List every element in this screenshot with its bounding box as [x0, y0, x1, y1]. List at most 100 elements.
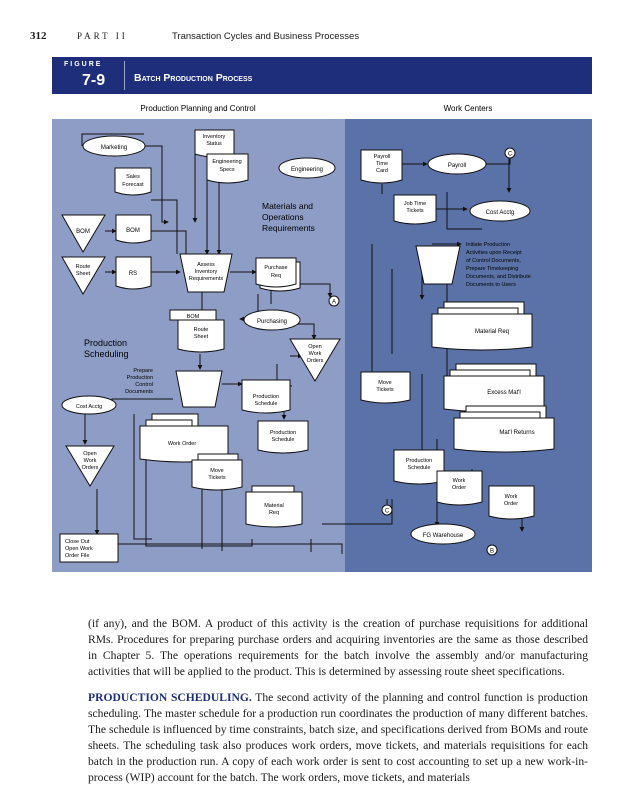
prepare-docs-line1: Prepare [133, 368, 153, 374]
purchase-req-line2: Req [271, 273, 281, 279]
work-order-right2-doc [488, 485, 535, 520]
payroll-time-card-line1: Payroll [374, 154, 391, 160]
material-req-right-doc [431, 313, 533, 351]
open-work-orders-left-line1: Open [83, 451, 96, 457]
initiate-note-line1: Initiate Production [466, 242, 510, 248]
cost-acctg-left-terminal [61, 395, 117, 415]
production-schedule-right-line1: Production [406, 458, 432, 464]
bom-file [61, 214, 106, 253]
open-work-orders-left-file [65, 445, 115, 487]
prepare-docs-line3: Control [135, 382, 153, 388]
production-schedule-doc2-line2: Schedule [272, 437, 295, 443]
open-work-orders-left-line3: Orders [82, 465, 99, 471]
work-order-right1-doc [436, 470, 483, 506]
paragraph-2-text: The second activity of the planning and … [88, 691, 588, 784]
initiate-note-line5: Documents, and Distribute [466, 274, 531, 280]
route-sheet-doc [177, 319, 225, 353]
engineering-specs-line2: Specs [219, 167, 235, 173]
figure-banner: FIGURE 7-9 Batch Production Process [52, 57, 592, 94]
figure-number: 7-9 [82, 72, 106, 89]
initiate-note-line4: Prepare Timekeeping [466, 266, 518, 272]
route-sheet-doc-line2: Sheet [194, 334, 209, 340]
production-schedule-doc-2 [257, 420, 309, 454]
purchase-req-doc [255, 257, 297, 288]
prepare-docs-line4: Documents [125, 389, 153, 395]
material-req-left-line1: Material [264, 503, 284, 509]
connector-c-top-label: C [508, 152, 513, 158]
open-work-orders-line1: Open [308, 344, 321, 350]
materials-ops-line3: Requirements [262, 223, 315, 233]
move-tickets-right-line1: Move [378, 380, 391, 386]
initiate-note-line6: Documents to Users [466, 282, 516, 288]
route-sheet-file-line2: Sheet [76, 271, 91, 277]
fg-warehouse-terminal [410, 523, 476, 545]
initiate-note-line3: of Control Documents, [466, 258, 521, 264]
cost-acctg-left-label: Cost Acctg [76, 404, 102, 410]
engineering-specs-line1: Engineering [212, 159, 241, 165]
move-tickets-right-doc [360, 371, 411, 404]
connector-a [328, 295, 340, 307]
banner-divider [124, 61, 125, 90]
chapter-title: Transaction Cycles and Business Processe… [172, 31, 360, 42]
matl-returns-doc [453, 417, 555, 453]
work-order-right1-line2: Order [452, 485, 466, 491]
payroll-time-card-line3: Card [376, 168, 388, 174]
cost-acctg-right-terminal [469, 200, 531, 222]
paragraph-2: PRODUCTION SCHEDULING. The second activi… [88, 690, 588, 786]
left-panel-title: Production Planning and Control [140, 104, 255, 113]
figure-title: Batch Production Process [134, 72, 253, 84]
move-tickets-left-line2: Tickets [208, 475, 225, 481]
payroll-terminal [427, 153, 487, 175]
open-work-orders-file [289, 338, 341, 382]
connector-b [486, 544, 498, 556]
marketing-terminal [82, 135, 146, 157]
page-number: 312 [30, 30, 47, 42]
part-label: PART II [77, 31, 128, 41]
production-schedule-doc2-line1: Production [270, 430, 296, 436]
matl-returns-label: Mat'l Returns [499, 430, 534, 436]
engineering-specs-doc [206, 153, 249, 184]
inventory-status-line2: Status [206, 141, 222, 147]
assess-inventory-operation [179, 253, 233, 293]
production-scheduling-line1: Production [84, 338, 127, 348]
move-tickets-right-line2: Tickets [376, 387, 393, 393]
prepare-docs-operation [175, 370, 223, 408]
connector-b-label: B [490, 549, 494, 555]
job-time-tickets-line2: Tickets [406, 208, 423, 214]
diagram-svg: Production Planning and Control Work Cen… [52, 94, 592, 572]
close-out-line2: Open Work [65, 546, 93, 552]
running-header: 312 PART II Transaction Cycles and Busin… [30, 30, 592, 46]
fg-warehouse-label: FG Warehouse [423, 533, 464, 539]
work-order-right2-line2: Order [504, 501, 518, 507]
job-time-tickets-doc [393, 194, 437, 225]
work-order-label: Work Order [168, 441, 196, 447]
figure-label: FIGURE [64, 61, 103, 68]
route-sheet-file-line1: Route [76, 264, 91, 270]
sales-forecast-doc [114, 167, 152, 196]
production-scheduling-line2: Scheduling [84, 349, 129, 359]
move-tickets-left-line1: Move [210, 468, 223, 474]
rs-doc [115, 256, 152, 290]
right-panel-title: Work Centers [444, 104, 493, 113]
route-sheet-doc-line1: Route [194, 327, 209, 333]
close-out-line1: Close Out [65, 539, 90, 545]
purchasing-label: Purchasing [257, 319, 287, 325]
materials-ops-line2: Operations [262, 212, 304, 222]
sales-forecast-line1: Sales [126, 174, 140, 180]
materials-ops-line1: Materials and [262, 201, 313, 211]
prepare-docs-line2: Production [127, 375, 153, 381]
sales-forecast-line2: Forecast [122, 182, 144, 188]
production-schedule-doc [241, 379, 291, 414]
purchase-req-line1: Purchase [264, 265, 287, 271]
work-order-right1-line1: Work [453, 478, 466, 484]
production-schedule-right-line2: Schedule [408, 465, 431, 471]
body-text: (if any), and the BOM. A product of this… [88, 616, 588, 796]
bom-small-label: BOM [187, 314, 200, 320]
rs-doc-label: RS [129, 271, 137, 277]
marketing-label: Marketing [101, 145, 127, 151]
open-work-orders-line3: Orders [307, 358, 324, 364]
engineering-terminal [278, 157, 336, 179]
material-req-left-doc [245, 491, 303, 528]
initiate-note-line2: Activities upon Receipt [466, 250, 522, 256]
connector-c-top [504, 147, 516, 159]
